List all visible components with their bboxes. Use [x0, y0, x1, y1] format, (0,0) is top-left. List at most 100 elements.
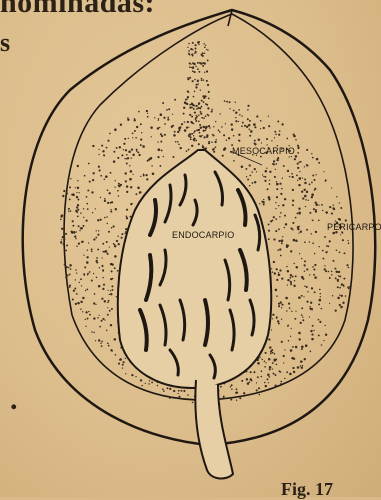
- stipple-dot: [304, 241, 306, 243]
- stipple-dot: [190, 121, 192, 123]
- stipple-dot: [206, 70, 208, 72]
- stipple-dot: [108, 345, 110, 347]
- stipple-dot: [279, 269, 281, 271]
- stipple-dot: [272, 368, 273, 369]
- stipple-dot: [268, 230, 270, 232]
- stipple-dot: [126, 215, 128, 217]
- stipple-dot: [274, 137, 275, 138]
- stipple-dot: [163, 156, 164, 157]
- stipple-dot: [77, 302, 80, 305]
- stipple-dot: [102, 318, 104, 320]
- stipple-dot: [337, 286, 339, 288]
- stipple-dot: [157, 156, 159, 158]
- stipple-dot: [86, 196, 88, 198]
- stipple-dot: [320, 296, 321, 297]
- stipple-dot: [193, 135, 194, 136]
- stipple-dot: [241, 115, 242, 116]
- stipple-dot: [100, 175, 102, 177]
- stipple-dot: [104, 300, 106, 302]
- stipple-dot: [293, 263, 294, 264]
- stipple-dot: [296, 175, 298, 177]
- stipple-dot: [270, 220, 272, 222]
- stipple-dot: [254, 126, 256, 128]
- stipple-dot: [163, 390, 165, 392]
- stipple-dot: [104, 198, 106, 200]
- stipple-dot: [279, 183, 281, 185]
- stipple-dot: [278, 228, 280, 230]
- stipple-dot: [246, 378, 248, 380]
- stipple-dot: [178, 396, 180, 398]
- stipple-dot: [107, 290, 108, 291]
- stipple-dot: [305, 199, 306, 200]
- stipple-dot: [127, 117, 129, 119]
- stipple-dot: [265, 170, 268, 173]
- stipple-dot: [83, 208, 84, 209]
- stipple-dot: [151, 381, 153, 383]
- stipple-dot: [88, 311, 89, 312]
- stipple-dot: [124, 158, 126, 160]
- stipple-dot: [207, 49, 209, 51]
- stipple-dot: [290, 283, 292, 285]
- stipple-dot: [281, 341, 283, 343]
- stipple-dot: [285, 297, 288, 300]
- stipple-dot: [314, 276, 317, 279]
- stipple-dot: [140, 176, 141, 177]
- stipple-dot: [114, 255, 117, 258]
- stipple-dot: [159, 127, 160, 128]
- stipple-dot: [96, 260, 98, 262]
- stipple-dot: [104, 200, 106, 202]
- stipple-dot: [280, 193, 282, 195]
- stipple-dot: [268, 376, 270, 378]
- stipple-dot: [333, 208, 335, 210]
- label-pericarp: PERICARPO: [327, 222, 381, 232]
- stipple-dot: [123, 361, 125, 363]
- stipple-dot: [309, 308, 311, 310]
- stipple-dot: [135, 376, 136, 377]
- stipple-dot: [260, 120, 262, 122]
- stipple-dot: [154, 117, 155, 118]
- stipple-dot: [87, 208, 89, 210]
- stipple-dot: [140, 379, 142, 381]
- stipple-dot: [288, 302, 290, 304]
- stipple-dot: [253, 371, 255, 373]
- stipple-dot: [312, 325, 314, 327]
- stipple-dot: [69, 273, 71, 275]
- stipple-dot: [289, 176, 290, 177]
- stipple-dot: [218, 129, 220, 131]
- stipple-dot: [272, 314, 274, 316]
- stipple-dot: [289, 277, 291, 279]
- stipple-dot: [206, 136, 208, 138]
- stipple-dot: [205, 45, 206, 46]
- stipple-dot: [131, 157, 132, 158]
- stipple-dot: [95, 208, 96, 209]
- stipple-dot: [200, 63, 202, 65]
- stipple-dot: [97, 262, 99, 264]
- stipple-dot: [279, 130, 281, 132]
- stipple-dot: [88, 163, 90, 165]
- stipple-dot: [290, 274, 292, 276]
- stipple-dot: [328, 271, 330, 273]
- stipple-dot: [281, 277, 283, 279]
- stipple-dot: [347, 240, 348, 241]
- stipple-dot: [298, 332, 301, 335]
- stipple-dot: [286, 138, 288, 140]
- stipple-dot: [173, 390, 175, 392]
- stipple-dot: [215, 121, 216, 122]
- stipple-dot: [72, 220, 74, 222]
- stipple-dot: [76, 206, 78, 208]
- stipple-dot: [110, 211, 112, 213]
- stipple-dot: [195, 120, 197, 122]
- stipple-dot: [302, 317, 303, 318]
- stipple-dot: [196, 116, 198, 118]
- stipple-dot: [314, 253, 316, 255]
- stipple-dot: [245, 168, 247, 170]
- stipple-dot: [63, 190, 65, 192]
- stipple-dot: [284, 227, 285, 228]
- stipple-dot: [250, 371, 252, 373]
- stipple-dot: [125, 373, 126, 374]
- stipple-dot: [311, 196, 313, 198]
- stipple-dot: [76, 211, 78, 213]
- stipple-dot: [301, 276, 304, 279]
- stipple-dot: [247, 109, 249, 111]
- stipple-dot: [308, 200, 309, 201]
